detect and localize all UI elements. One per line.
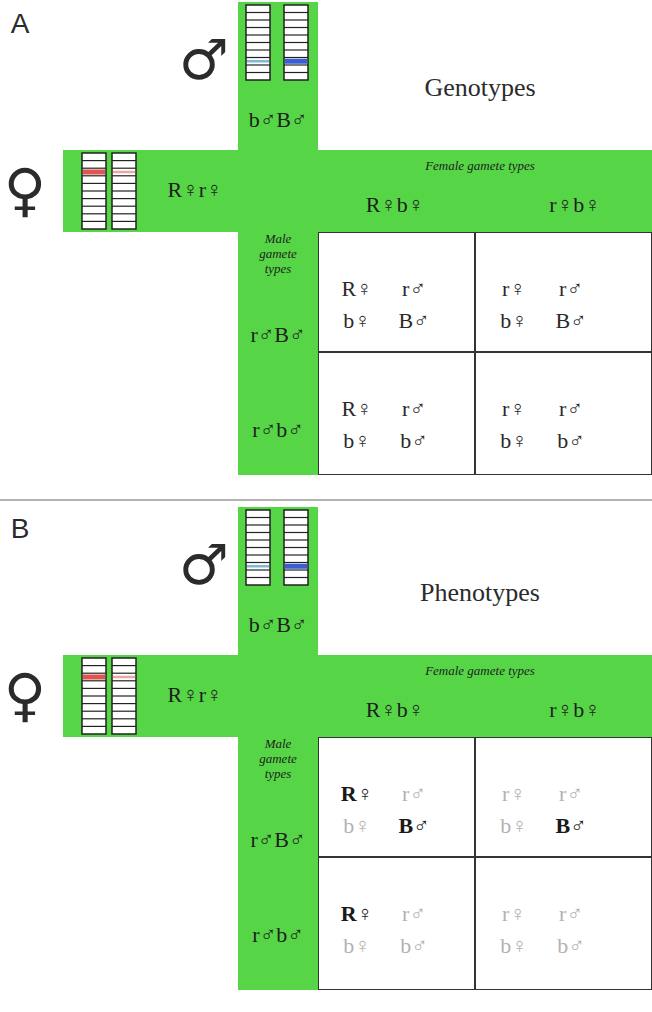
allele: r♀	[502, 277, 526, 301]
allele: B♂	[555, 814, 586, 838]
female-genotype: R♀r♀	[168, 178, 223, 202]
chromosome	[112, 658, 136, 734]
chromosome	[82, 658, 106, 734]
chromosome-pair	[63, 150, 652, 232]
allele: R♀	[341, 397, 372, 421]
punnett-cell: R♀ r♂ b♀ B♂	[318, 232, 475, 352]
allele: r♂	[402, 782, 426, 806]
panel-separator	[0, 499, 652, 501]
male-gamete: r♂B♂	[251, 828, 306, 852]
allele: R♀	[341, 277, 372, 301]
chromosome	[246, 5, 270, 80]
allele: B♂	[398, 309, 429, 333]
gene-locus	[113, 676, 135, 679]
allele: R♀	[341, 902, 373, 926]
female-gamete: R♀b♀	[366, 193, 425, 217]
male-symbol: ♂	[179, 32, 229, 88]
female-gamete-band: R♀r♀ Female gamete typesR♀b♀ r♀b♀	[63, 655, 652, 737]
band-heading: Male gamete types	[245, 232, 311, 277]
allele: r♂	[402, 277, 426, 301]
allele: r♂	[559, 782, 583, 806]
chromosome	[82, 153, 106, 229]
female-gamete: r♀b♀	[549, 698, 600, 722]
male-gamete-band: b♂B♂ Male gamete types r♂B♂ r♂b♂	[238, 2, 318, 475]
punnett-cell: r♀ r♂ b♀ b♂	[475, 857, 652, 990]
male-gamete: r♂B♂	[251, 323, 306, 347]
panel-letter: A	[11, 10, 30, 38]
allele: b♂	[400, 934, 428, 958]
allele: r♂	[402, 397, 426, 421]
allele: b♀	[343, 309, 371, 333]
panel-heading: Genotypes	[424, 75, 535, 101]
allele: b♀	[343, 934, 371, 958]
allele: r♂	[559, 397, 583, 421]
allele: r♀	[502, 782, 526, 806]
gene-locus	[113, 171, 135, 174]
male-genotype: b♂B♂	[249, 108, 308, 132]
female-gamete-band: R♀r♀ Female gamete typesR♀b♀ r♀b♀	[63, 150, 652, 232]
allele: r♂	[559, 902, 583, 926]
allele: b♂	[557, 934, 585, 958]
allele: B♂	[555, 309, 586, 333]
allele: b♀	[500, 814, 528, 838]
panel-letter: B	[11, 515, 30, 543]
allele: b♀	[343, 429, 371, 453]
allele: r♀	[502, 397, 526, 421]
gene-locus	[247, 565, 269, 568]
chromosome	[246, 510, 270, 585]
gene-locus	[247, 60, 269, 63]
allele: r♂	[559, 277, 583, 301]
allele: b♂	[400, 429, 428, 453]
punnett-cell: r♀ r♂ b♀ B♂	[475, 737, 652, 857]
allele: r♀	[502, 902, 526, 926]
punnett-cell: r♀ r♂ b♀ b♂	[475, 352, 652, 475]
allele: B♂	[398, 814, 429, 838]
punnett-cell: R♀ r♂ b♀ b♂	[318, 857, 475, 990]
allele: b♂	[557, 429, 585, 453]
female-genotype: R♀r♀	[168, 683, 223, 707]
female-gamete: R♀b♀	[366, 698, 425, 722]
allele: R♀	[341, 782, 373, 806]
male-gamete-band: b♂B♂ Male gamete types r♂B♂ r♂b♂	[238, 507, 318, 990]
female-symbol: ♀	[4, 666, 46, 724]
gene-locus	[83, 675, 105, 680]
chromosome	[284, 5, 308, 80]
male-gamete: r♂b♂	[252, 418, 303, 442]
female-gamete: r♀b♀	[549, 193, 600, 217]
panel-heading: Phenotypes	[420, 580, 540, 606]
chromosome	[112, 153, 136, 229]
allele: b♀	[500, 429, 528, 453]
band-heading: Male gamete types	[245, 737, 311, 782]
allele: b♀	[500, 934, 528, 958]
female-symbol: ♀	[4, 161, 46, 219]
punnett-cell: R♀ r♂ b♀ b♂	[318, 352, 475, 475]
gene-locus	[285, 59, 307, 64]
gene-locus	[83, 170, 105, 175]
punnett-cell: r♀ r♂ b♀ B♂	[475, 232, 652, 352]
band-heading: Female gamete types	[425, 159, 535, 174]
band-heading: Female gamete types	[425, 664, 535, 679]
chromosome-pair	[63, 655, 652, 737]
male-symbol: ♂	[179, 537, 229, 593]
male-genotype: b♂B♂	[249, 613, 308, 637]
allele: b♀	[343, 814, 371, 838]
chromosome	[284, 510, 308, 585]
allele: r♂	[402, 902, 426, 926]
punnett-cell: R♀ r♂ b♀ B♂	[318, 737, 475, 857]
gene-locus	[285, 564, 307, 569]
male-gamete: r♂b♂	[252, 923, 303, 947]
allele: b♀	[500, 309, 528, 333]
